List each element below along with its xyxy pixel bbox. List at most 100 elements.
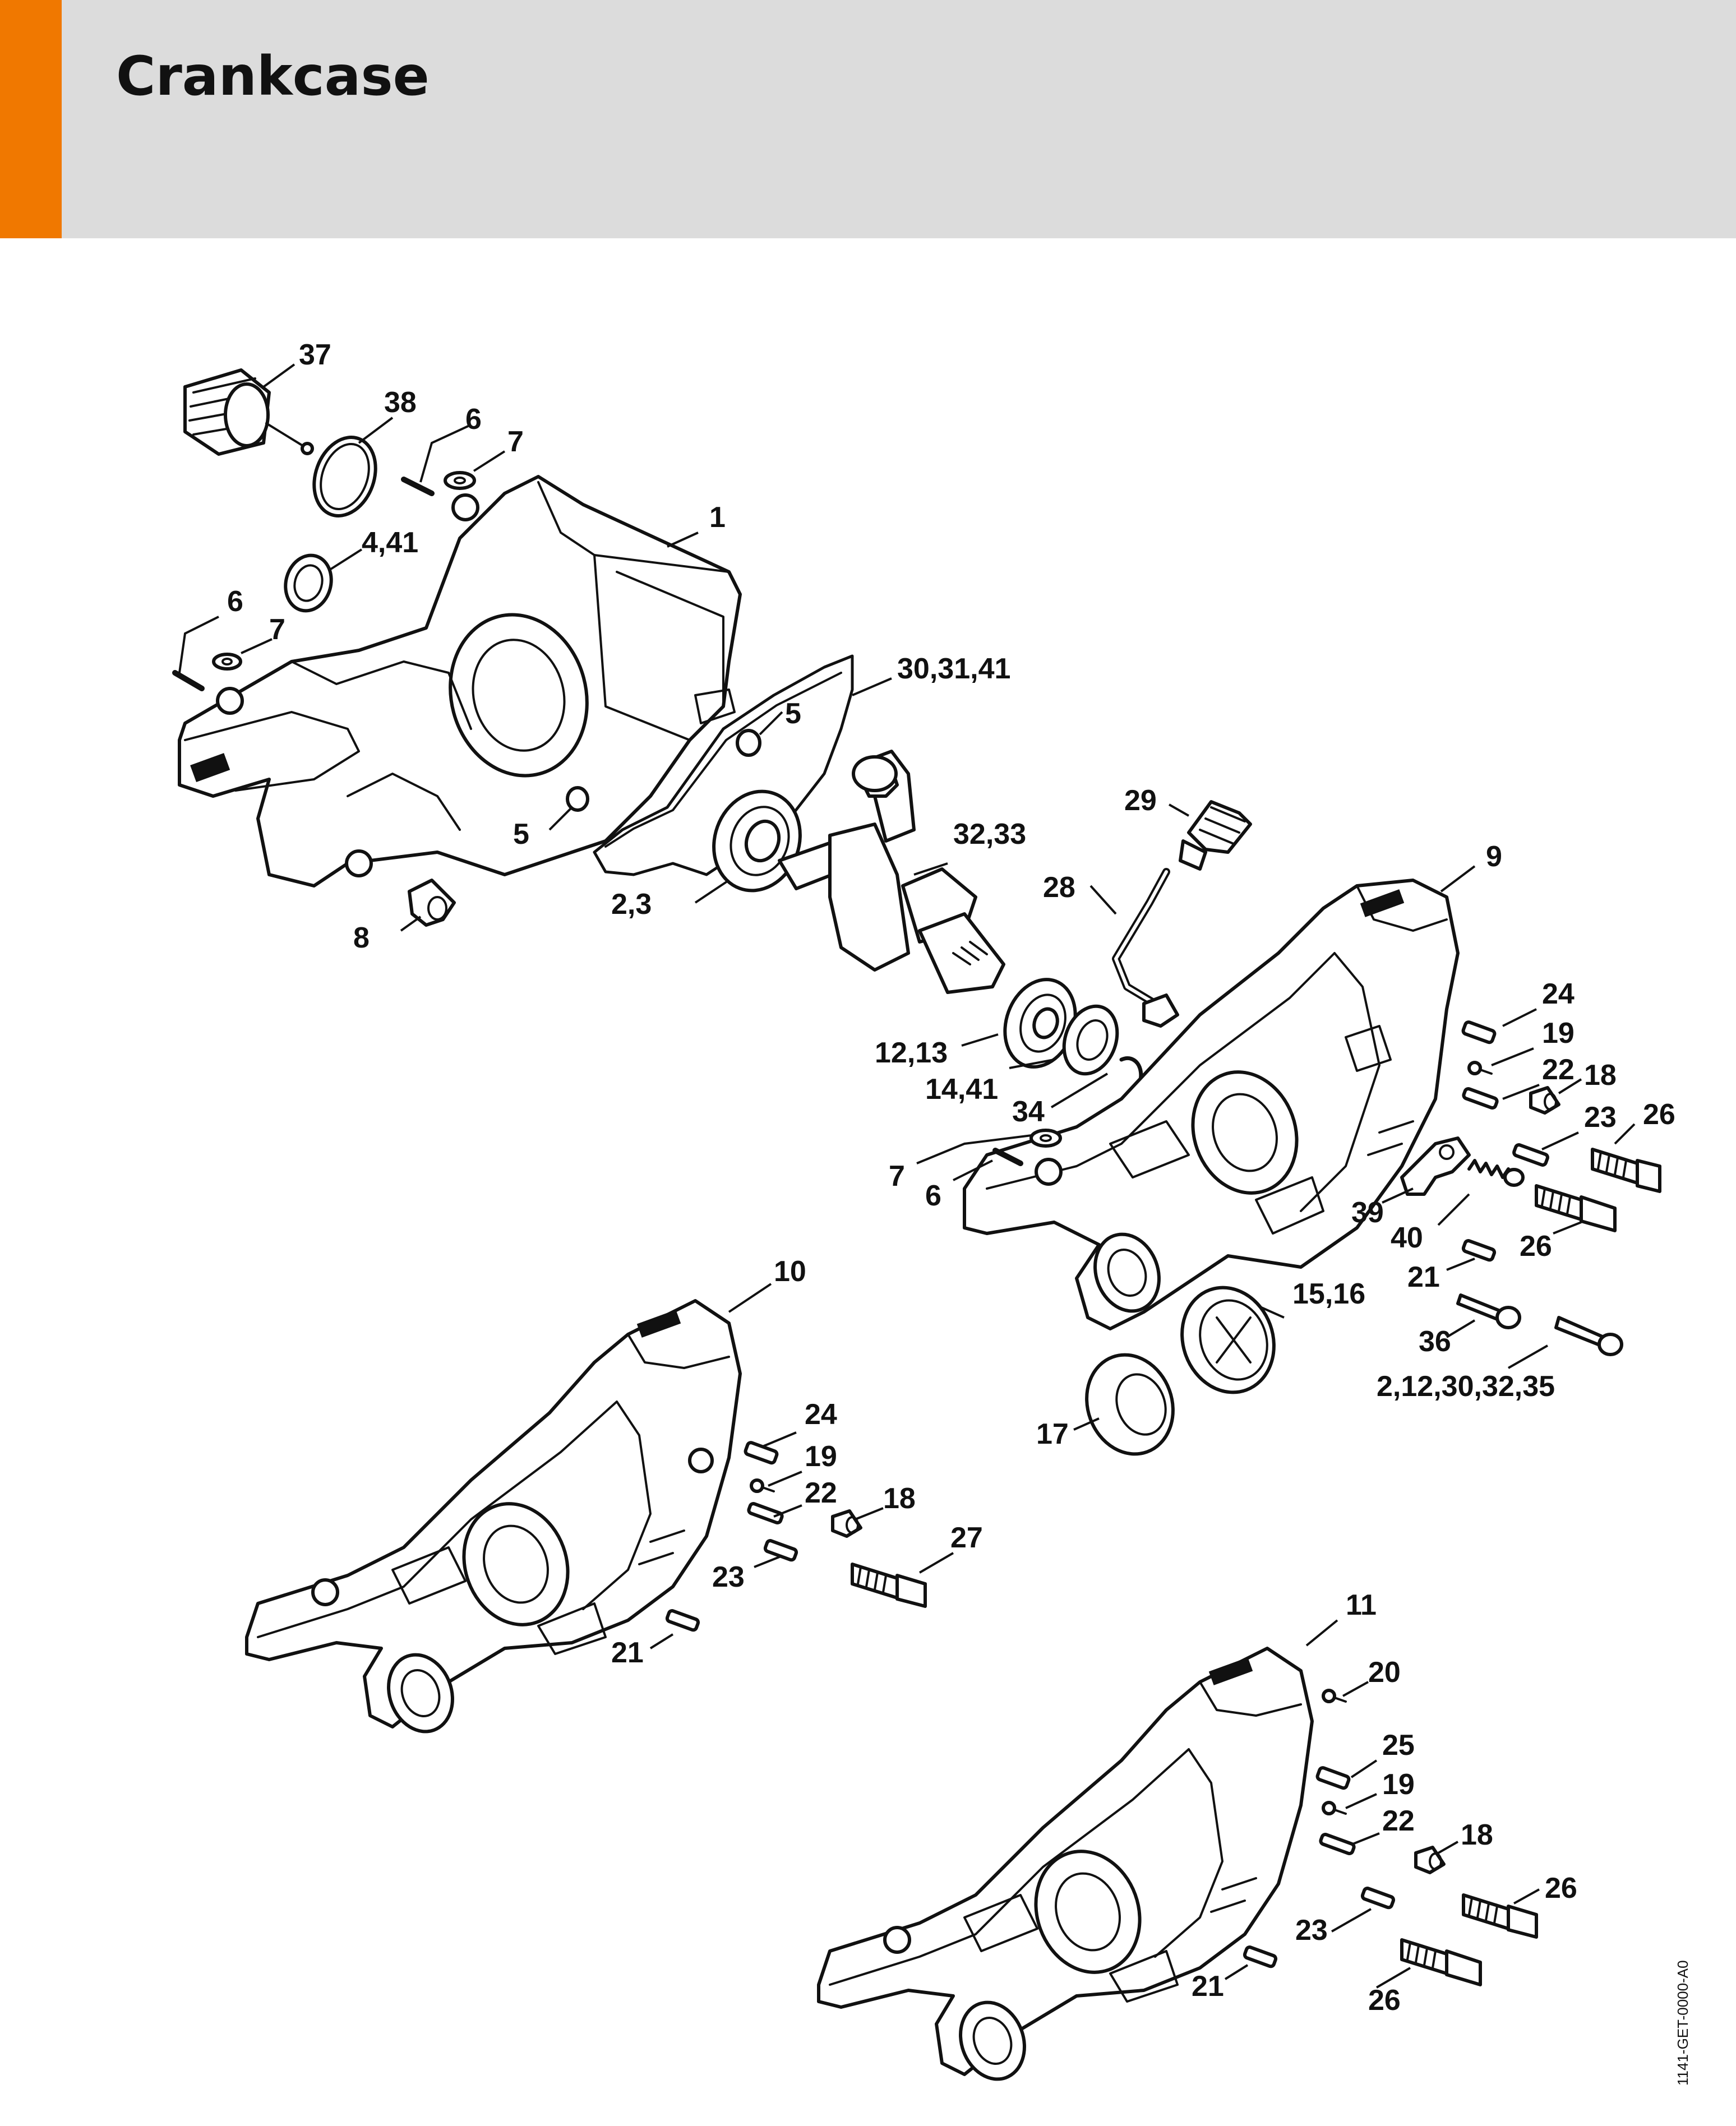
part-stud-21-right [1461,1239,1497,1262]
callout-24: 24 [1542,978,1575,1010]
callout-37: 37 [299,339,331,371]
callout-8: 8 [353,922,370,954]
callout-20: 20 [1368,1656,1401,1689]
callout-labels: 37 38 6 7 1 4,41 6 7 30,31,41 5 5 8 2,3 … [227,339,1675,2017]
part-39-bracket [1400,1136,1471,1196]
part-stud-23-right [1512,1143,1549,1167]
callout-19: 19 [1382,1768,1415,1801]
leader-lines [178,363,1636,1989]
callout-18: 18 [1584,1059,1617,1092]
callout-34: 34 [1012,1096,1045,1128]
callout-30-31-41: 30,31,41 [897,653,1010,685]
callout-9: 9 [1486,840,1502,873]
part-stud-27 [851,1563,927,1608]
callout-26: 26 [1520,1230,1552,1263]
callout-21: 21 [1407,1261,1440,1293]
part-38-o-ring [312,436,377,517]
header-band: Crankcase [0,0,1736,238]
part-sleeve-18-low [1414,1846,1446,1874]
callout-26: 26 [1368,1984,1401,2017]
callout-1: 1 [709,501,726,534]
callout-36: 36 [1419,1325,1451,1358]
part-stud-21-mid [665,1609,700,1632]
part-10-crankcase-half [245,1299,742,1734]
part-9-crankcase-half [963,879,1460,1330]
callout-26: 26 [1643,1098,1675,1131]
callout-19: 19 [805,1440,837,1473]
callout-5: 5 [513,818,529,851]
part-4-41-seal [284,553,333,613]
callout-18: 18 [883,1482,916,1515]
part-stud-23-low [1360,1887,1396,1910]
callout-2-12-30-32-35: 2,12,30,32,35 [1377,1370,1555,1403]
part-pin-22-right [1462,1087,1499,1110]
callout-29: 29 [1124,784,1157,817]
callout-39: 39 [1351,1196,1384,1229]
callout-27: 27 [950,1522,983,1554]
part-screw-19-right [1467,1061,1493,1075]
callout-6: 6 [227,585,243,618]
part-stud-23-mid [763,1539,798,1562]
part-28-hose [1112,868,1179,1028]
callout-10: 10 [774,1255,806,1288]
part-6-7-pin-washer-top [401,471,476,496]
callout-32-33: 32,33 [953,818,1026,851]
part-stud-26-low-b [1400,1938,1482,1986]
part-17-plug [1085,1353,1175,1456]
part-7-6-pin-washer-right [992,1129,1062,1166]
callout-38: 38 [384,386,417,419]
part-6-7-pin-washer-left [172,653,242,691]
callout-40: 40 [1391,1222,1423,1254]
part-32-33-crankshaft [778,750,1005,994]
accent-bar [0,0,62,238]
callout-26: 26 [1545,1872,1577,1905]
part-screw-19-mid [750,1478,775,1493]
callout-21: 21 [611,1637,644,1669]
callout-18: 18 [1461,1819,1493,1851]
callout-15-16: 15,16 [1292,1278,1365,1310]
callout-23: 23 [712,1561,745,1593]
part-1-crankcase-half [178,475,742,888]
part-sleeve-18-mid [831,1509,862,1538]
callout-7: 7 [269,613,285,646]
page-title: Crankcase [116,45,430,108]
part-stud-26-right-b [1535,1184,1617,1232]
part-8-plug [408,879,456,927]
part-30-31-41-gasket [593,654,854,876]
part-stud-26-right-a [1591,1148,1661,1193]
callout-23: 23 [1584,1101,1617,1134]
part-stud-21-low [1243,1945,1278,1968]
part-screw-19-low [1322,1801,1347,1815]
callout-2-3: 2,3 [611,888,652,921]
callout-28: 28 [1043,871,1075,904]
callout-19: 19 [1542,1017,1575,1050]
callout-21: 21 [1192,1970,1224,2003]
part-11-crankcase-half [817,1647,1314,2081]
part-screw-kit [1554,1316,1623,1356]
part-stud-24-mid [744,1441,779,1465]
callout-6: 6 [465,403,482,436]
callout-12-13: 12,13 [875,1037,948,1069]
part-screw-20 [1322,1689,1347,1703]
part-14-41-seal [1062,1004,1119,1076]
callout-23: 23 [1295,1914,1328,1947]
part-29-pickup [1179,800,1252,871]
part-pin-22-low [1319,1832,1356,1856]
callout-4-41: 4,41 [362,526,418,559]
callout-22: 22 [805,1477,837,1509]
callout-7: 7 [889,1160,905,1193]
part-37-strainer [183,368,314,456]
part-15-16-cap [1180,1286,1276,1394]
part-36-screw [1456,1293,1521,1329]
part-stud-25 [1315,1766,1351,1790]
callout-5: 5 [785,697,801,730]
callout-25: 25 [1382,1729,1415,1762]
callout-11: 11 [1346,1589,1377,1621]
part-sleeve-18-right [1529,1086,1560,1115]
callout-7: 7 [507,426,524,458]
part-pin-22-mid [747,1501,784,1525]
callout-22: 22 [1542,1053,1575,1086]
callout-17: 17 [1036,1418,1069,1450]
callout-6: 6 [925,1180,941,1212]
